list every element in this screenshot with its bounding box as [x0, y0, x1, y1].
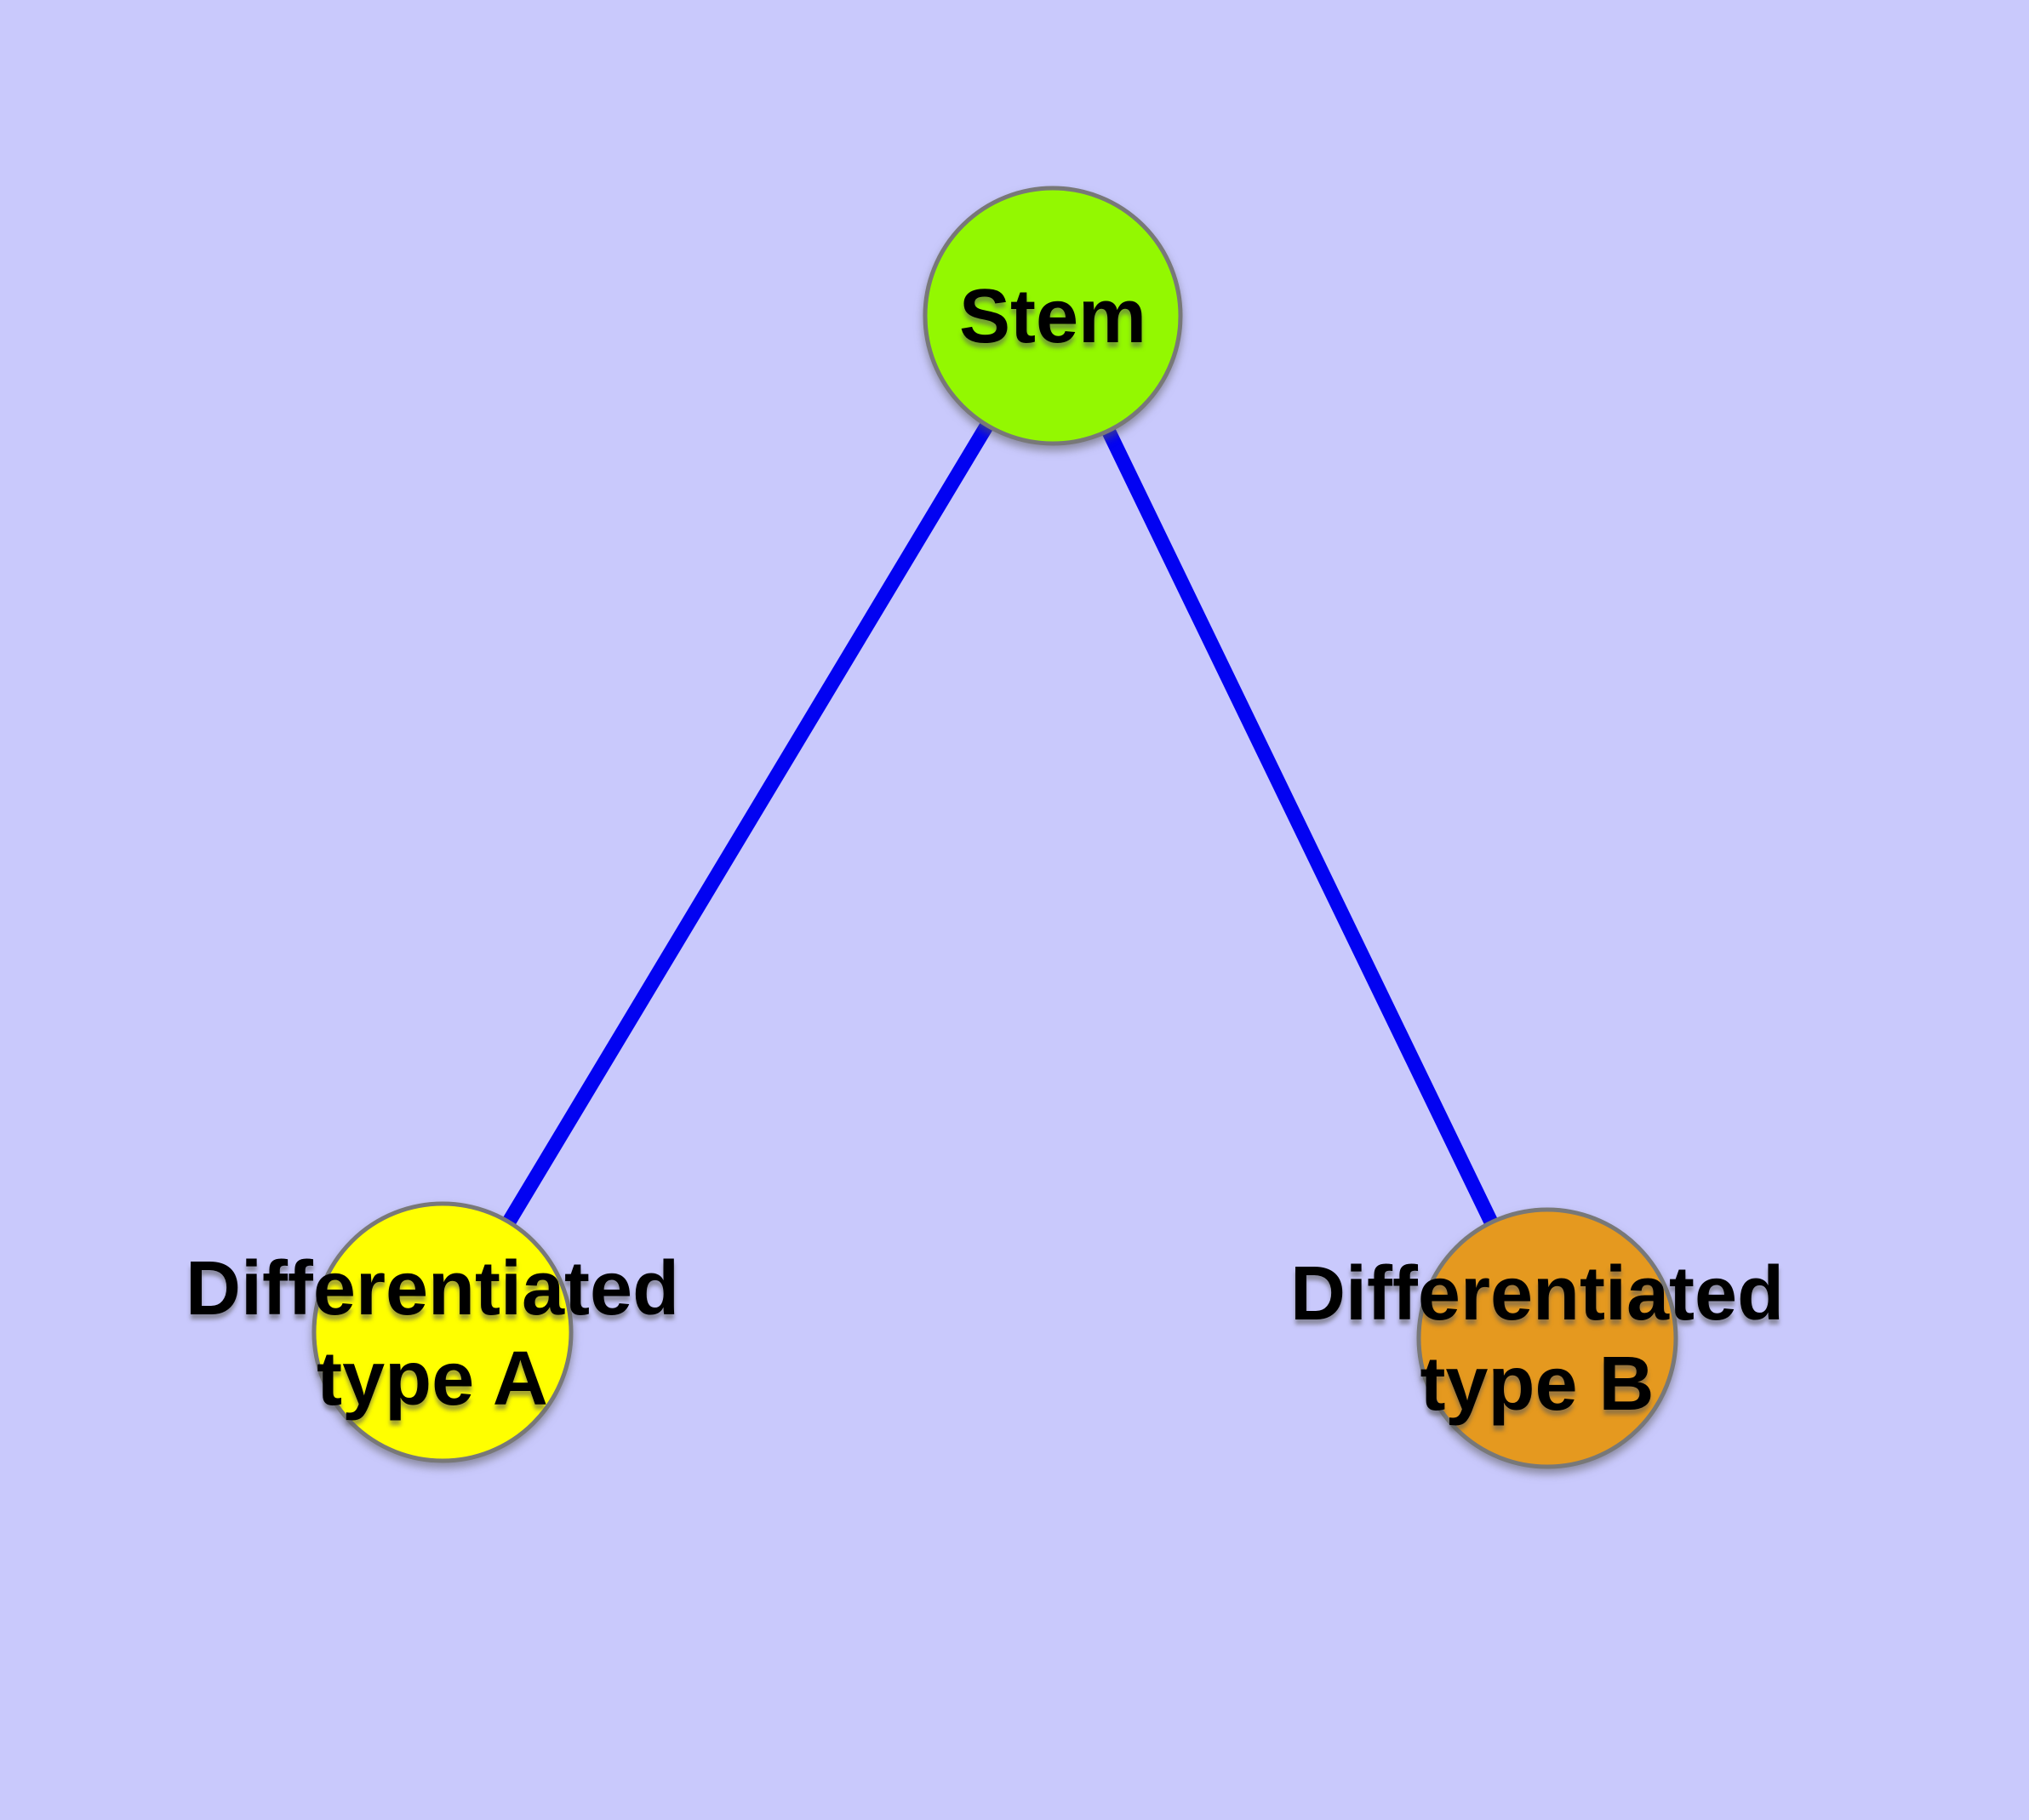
edge-stem-to-type-a [436, 312, 1060, 1336]
edge-stem-to-type-b [1046, 312, 1554, 1342]
node-differentiated-type-b-circle [1416, 1207, 1678, 1469]
node-differentiated-type-a-circle [311, 1201, 574, 1463]
node-stem-circle [923, 186, 1183, 446]
